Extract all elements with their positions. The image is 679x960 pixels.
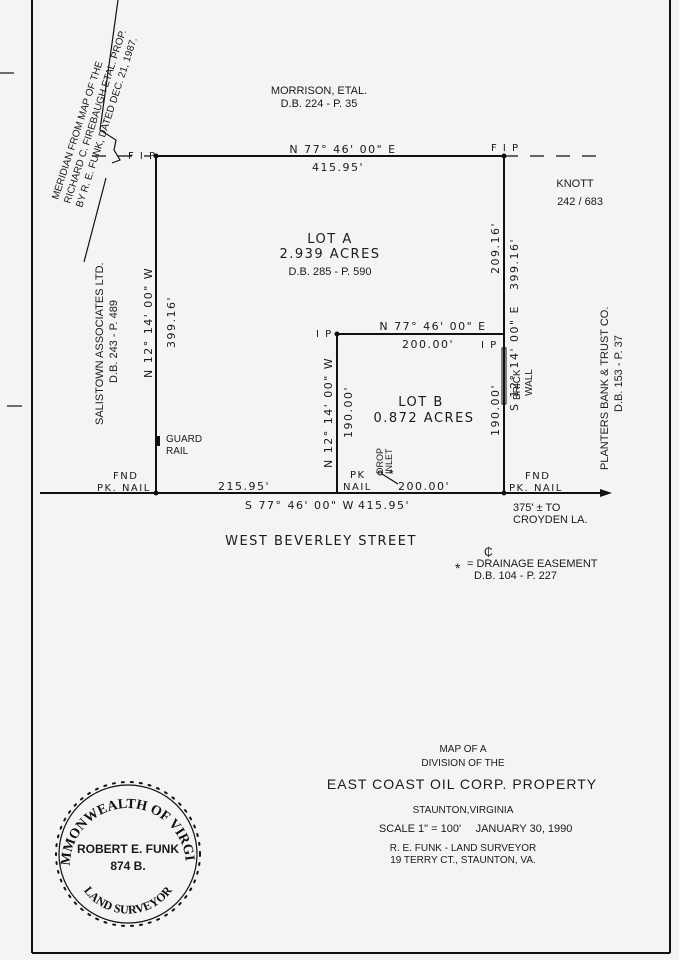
centerline-icon: ₵ xyxy=(484,545,493,559)
asterisk-icon: * xyxy=(455,560,461,576)
lot-b-name: LOT B xyxy=(398,395,444,410)
fnd-right-2: PK. NAIL xyxy=(509,483,563,494)
legend-deed: D.B. 104 - P. 227 xyxy=(474,570,557,582)
seal-name: ROBERT E. FUNK xyxy=(77,842,179,856)
seal-number: 874 B. xyxy=(110,859,145,873)
lot-a-name: LOT A xyxy=(307,232,352,247)
west-distance: 399.16' xyxy=(165,296,178,348)
adjoiner-knott-deed: 242 / 683 xyxy=(557,196,603,208)
adjoiner-north-deed: D.B. 224 - P. 35 xyxy=(281,98,358,110)
title-line-2: DIVISION OF THE xyxy=(421,758,504,769)
pk-label-1: PK xyxy=(350,470,366,481)
brick-wall-2: WALL xyxy=(524,369,535,396)
adjoiner-north-name: MORRISON, ETAL. xyxy=(271,85,367,97)
brick-wall-1: BRICK xyxy=(512,369,523,400)
east-bearing: S 12° 14' 00" E xyxy=(508,305,521,411)
title-block: MAP OF A DIVISION OF THE EAST COAST OIL … xyxy=(327,744,597,866)
south-total-distance: 415.95' xyxy=(358,499,410,512)
ip-right-label: I P xyxy=(481,340,498,351)
croyden-distance: 375' ± TO xyxy=(513,502,561,514)
legend: ₵ * = DRAINAGE EASEMENT D.B. 104 - P. 22… xyxy=(455,545,598,582)
drop-inlet-1: DROP xyxy=(375,448,385,474)
fnd-right-1: FND xyxy=(525,471,550,482)
adjoiner-east-name: PLANTERS BANK & TRUST CO. xyxy=(599,307,611,470)
inner-west-bearing: N 12° 14' 00" W xyxy=(322,357,335,468)
adjoiner-west-name: SALISTOWN ASSOCIATES LTD. xyxy=(94,262,106,425)
title-address: 19 TERRY CT., STAUNTON, VA. xyxy=(390,855,536,866)
east-total-distance: 399.16' xyxy=(508,238,521,290)
west-bearing: N 12° 14' 00" W xyxy=(142,267,155,378)
adjoiner-knott-name: KNOTT xyxy=(556,178,594,190)
south-left-distance: 215.95' xyxy=(218,480,270,493)
east-lower-distance: 190.00' xyxy=(489,384,502,436)
meridian-line-2: RICHARD C. FIREBAUGH ETAL. PROP. xyxy=(62,29,129,205)
inner-north-distance: 200.00' xyxy=(402,338,454,351)
north-distance: 415.95' xyxy=(312,161,364,174)
meridian-note: MERIDIAN FROM MAP OF THE RICHARD C. FIRE… xyxy=(50,0,140,263)
pk-label-2: NAIL xyxy=(343,482,372,493)
ip-left-label: I P xyxy=(316,329,333,340)
guard-rail-2: RAIL xyxy=(166,446,189,457)
inner-west-distance: 190.00' xyxy=(342,386,355,438)
seal-bottom-text: LAND SURVEYOR xyxy=(81,883,175,917)
lot-b-boundary xyxy=(334,331,507,493)
croyden-name: CROYDEN LA. xyxy=(513,514,588,526)
title-scale: SCALE 1" = 100' xyxy=(379,823,461,835)
guard-rail-1: GUARD xyxy=(166,434,202,445)
brick-wall-symbol xyxy=(501,347,507,405)
legend-text: = DRAINAGE EASEMENT xyxy=(467,558,598,570)
north-bearing: N 77° 46' 00" E xyxy=(289,143,396,156)
title-surveyor: R. E. FUNK - LAND SURVEYOR xyxy=(390,843,537,854)
inner-north-bearing: N 77° 46' 00" E xyxy=(379,320,486,333)
adjoiner-west-deed: D.B. 243 - P. 489 xyxy=(108,300,120,383)
title-location: STAUNTON,VIRGINIA xyxy=(413,805,514,816)
guard-rail: GUARD RAIL xyxy=(155,434,202,457)
fip-left-label: F I P xyxy=(128,151,157,162)
adjoiner-east-deed: D.B. 153 - P. 37 xyxy=(613,335,625,412)
drop-inlet: DROP INLET * xyxy=(375,448,399,485)
lot-b-area: 0.872 ACRES xyxy=(373,411,474,426)
fnd-left-1: FND xyxy=(113,471,138,482)
drainage-asterisk: * xyxy=(389,467,394,481)
south-bearing: S 77° 46' 00" W xyxy=(245,499,355,512)
title-line-1: MAP OF A xyxy=(439,744,486,755)
title-date: JANUARY 30, 1990 xyxy=(476,823,573,835)
title-main: EAST COAST OIL CORP. PROPERTY xyxy=(327,776,597,792)
drop-inlet-2: INLET xyxy=(384,448,394,474)
south-right-distance: 200.00' xyxy=(398,480,450,493)
street-name: WEST BEVERLEY STREET xyxy=(225,534,417,549)
lot-a-area: 2.939 ACRES xyxy=(279,247,380,262)
fnd-left-2: PK. NAIL xyxy=(97,483,151,494)
arrow-icon xyxy=(600,489,612,497)
lot-a-deed: D.B. 285 - P. 590 xyxy=(289,266,372,278)
fip-right-label: F I P xyxy=(491,143,520,154)
east-upper-distance: 209.16' xyxy=(489,222,502,274)
